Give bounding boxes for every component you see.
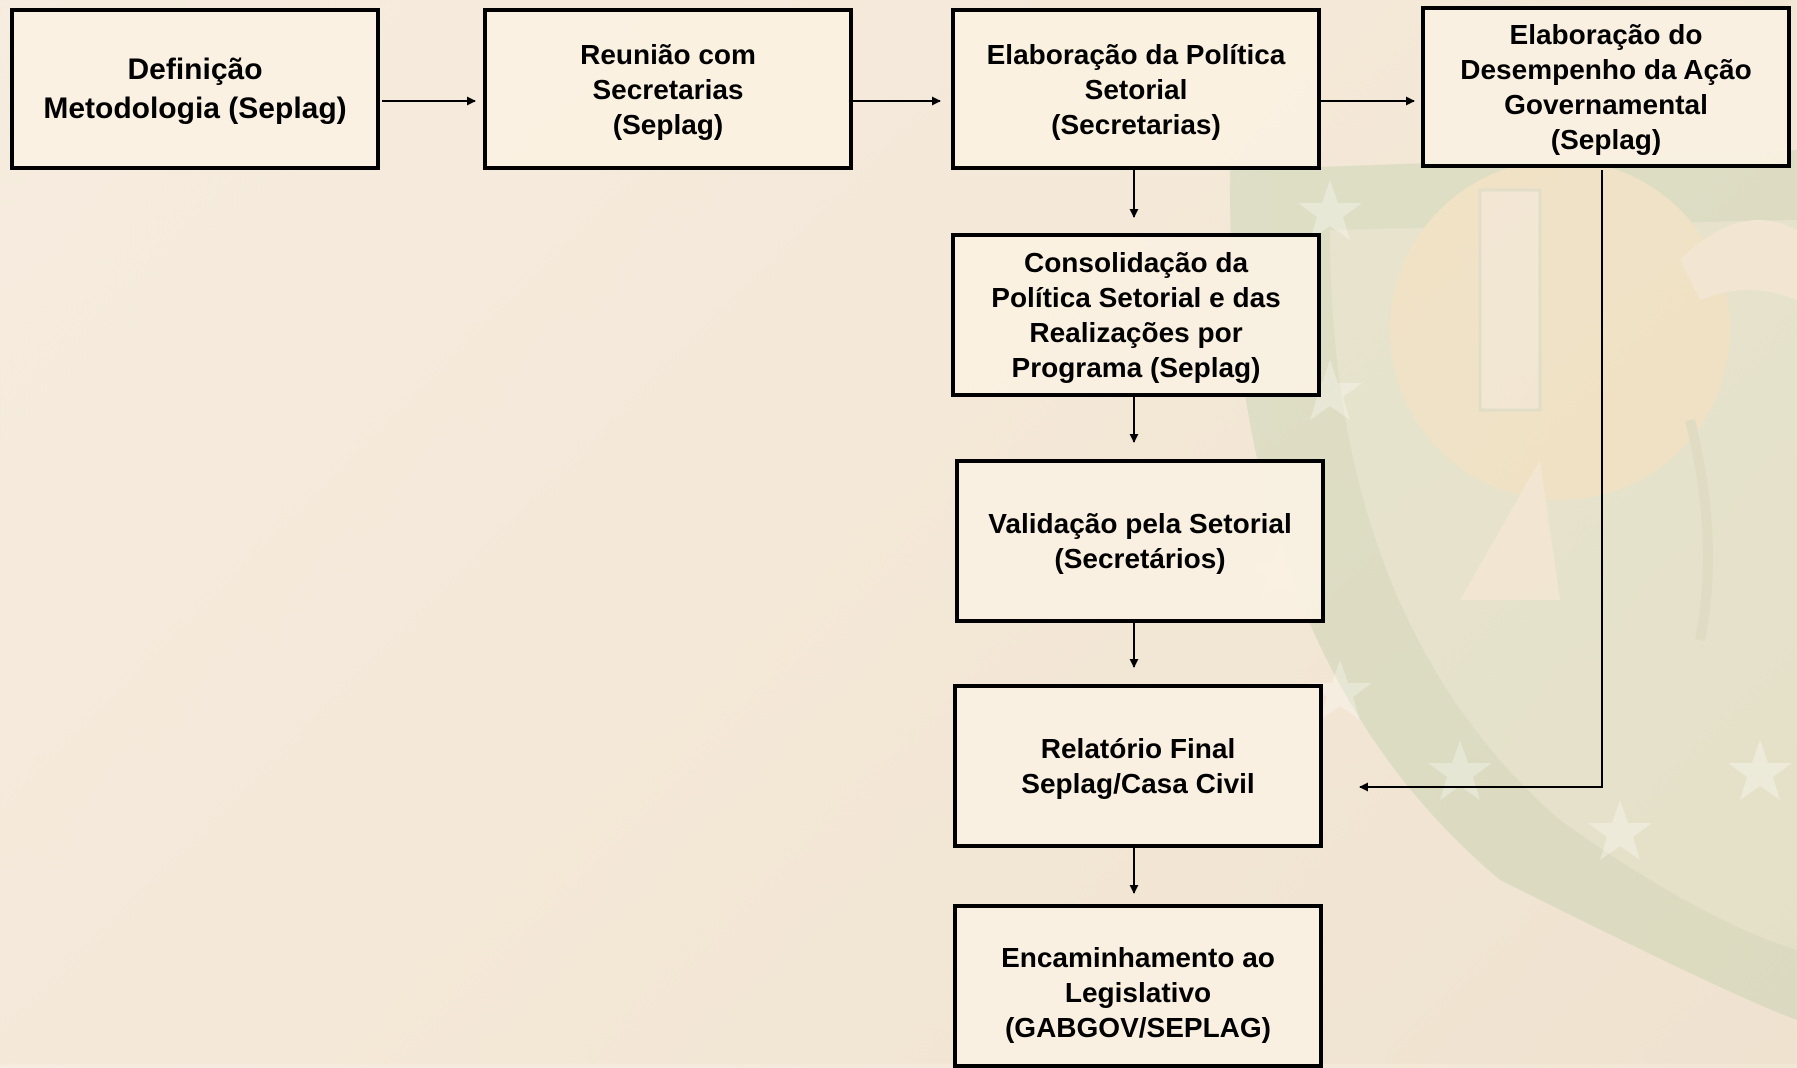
node-line: Política Setorial e das [991,282,1281,313]
node-line: Reunião com [580,38,756,70]
node-line: (Secretários) [1054,543,1226,574]
node-line: Realizações por [1029,317,1243,348]
node-line: (Seplag) [612,108,724,140]
node-line: Secretarias [592,73,744,105]
node-elaboracao-politica-setorial: Elaboração da Política Setorial (Secreta… [951,8,1321,170]
node-consolidacao: Consolidação da Política Setorial e das … [951,233,1321,397]
node-line: Desempenho da Ação [1460,54,1752,85]
node-line: Setorial [1084,73,1188,105]
node-line: Elaboração do [1509,19,1703,50]
node-line: Seplag/Casa Civil [1021,768,1255,799]
node-encaminhamento-legislativo: Encaminhamento ao Legislativo (GABGOV/SE… [953,904,1323,1068]
node-reuniao-secretarias: Reunião com Secretarias (Seplag) [483,8,853,170]
node-line: Validação pela Setorial [988,508,1292,539]
node-line: Programa (Seplag) [1011,352,1261,383]
node-line: Metodologia (Seplag) [43,92,347,125]
arrow-desempenho-to-relatorio [1359,170,1603,792]
node-line: Consolidação da [1023,247,1249,278]
node-line: Encaminhamento ao [1001,942,1275,973]
node-line: Definição [127,53,263,86]
node-line: (Secretarias) [1051,108,1221,140]
node-definicao-metodologia: Definição Metodologia (Seplag) [10,8,380,170]
node-line: Elaboração da Política [986,38,1286,70]
node-line: Legislativo [1064,977,1212,1008]
node-relatorio-final: Relatório Final Seplag/Casa Civil [953,684,1323,848]
node-line: Relatório Final [1040,733,1236,764]
node-line: (GABGOV/SEPLAG) [1004,1012,1271,1043]
node-validacao-setorial: Validação pela Setorial (Secretários) [955,459,1325,623]
node-elaboracao-desempenho: Elaboração do Desempenho da Ação Governa… [1421,6,1791,168]
node-line: (Seplag) [1550,124,1662,155]
node-line: Governamental [1504,89,1708,120]
